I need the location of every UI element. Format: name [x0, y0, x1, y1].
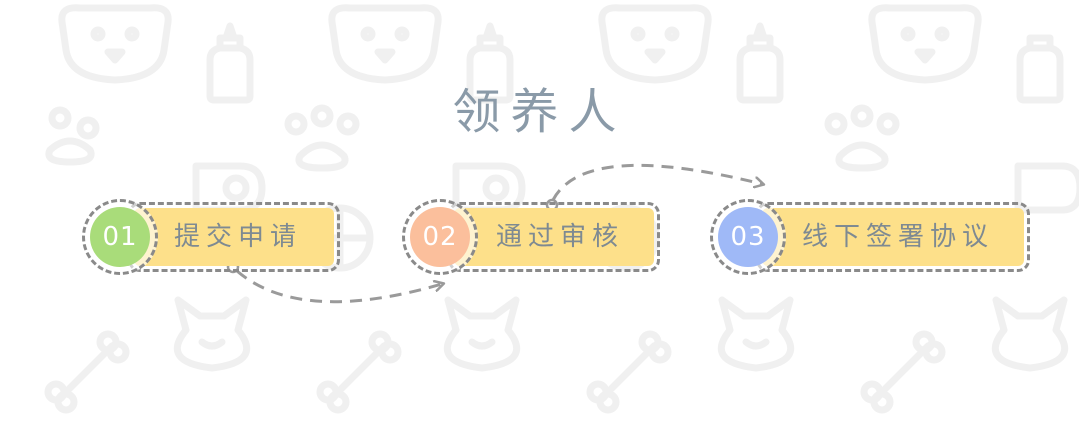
step-1-label-box: 提交申请	[128, 202, 340, 272]
cat-face-icon	[443, 296, 521, 372]
step-3-number: 03	[718, 207, 778, 267]
bone-icon	[586, 330, 672, 414]
step-3-label-box: 线下签署协议	[756, 202, 1030, 272]
bone-icon	[860, 330, 946, 414]
cat-face-icon	[991, 296, 1069, 372]
bone-icon	[44, 330, 130, 414]
step-1-label: 提交申请	[174, 222, 303, 252]
dog-face-icon	[868, 4, 982, 84]
paw-print-icon	[284, 104, 360, 172]
baby-bottle-icon	[736, 22, 784, 104]
step-3-label: 线下签署协议	[802, 222, 995, 252]
bone-icon	[316, 330, 402, 414]
step-3: 线下签署协议 03	[710, 199, 1030, 275]
hair-dryer-icon	[1014, 162, 1079, 214]
cat-face-icon	[717, 296, 795, 372]
paw-print-icon	[45, 106, 100, 166]
dog-face-icon	[598, 4, 712, 84]
dog-face-icon	[58, 4, 172, 84]
baby-bottle-icon	[466, 22, 514, 104]
step-2: 通过审核 02	[402, 199, 660, 275]
baby-bottle-icon	[1016, 34, 1064, 104]
dog-face-icon	[328, 4, 442, 84]
step-2-number: 02	[410, 207, 470, 267]
step-1: 提交申请 01	[82, 199, 340, 275]
page-title: 领养人	[452, 84, 627, 140]
baby-bottle-icon	[206, 22, 254, 104]
step-1-number: 01	[90, 207, 150, 267]
step-2-label-box: 通过审核	[448, 202, 660, 272]
cat-face-icon	[173, 296, 251, 372]
paw-print-icon	[824, 104, 900, 172]
step-2-label: 通过审核	[496, 222, 625, 252]
